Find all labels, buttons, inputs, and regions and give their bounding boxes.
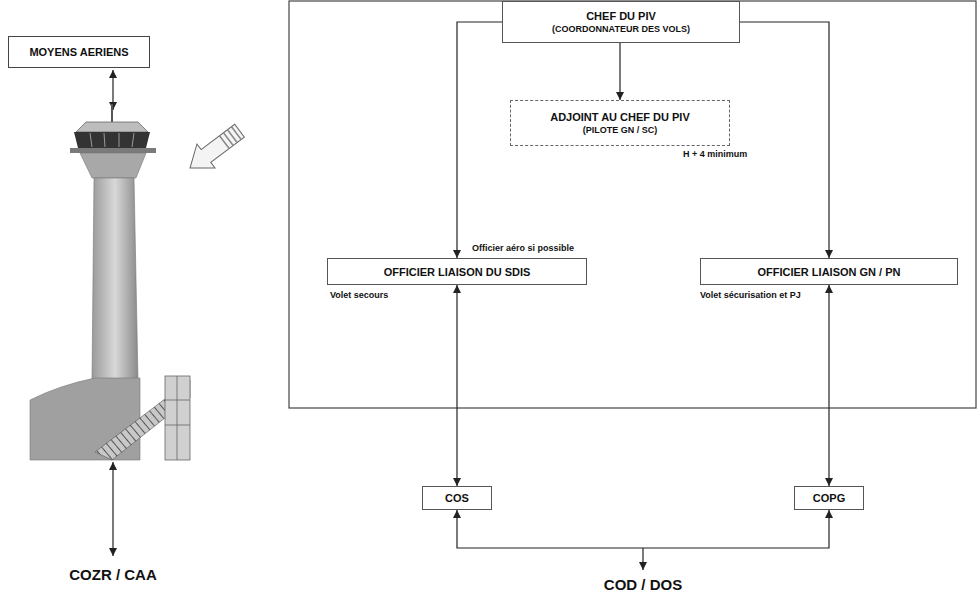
box-title: COPG	[813, 492, 845, 504]
box-title: ADJOINT AU CHEF DU PIV	[550, 111, 690, 123]
box-subtitle: (COORDONNATEUR DES VOLS)	[552, 24, 690, 34]
note-label: H + 4 minimum	[683, 149, 747, 159]
box-title: MOYENS AERIENS	[29, 46, 128, 58]
connector-arrow	[457, 510, 829, 548]
piv-frame	[289, 1, 976, 408]
control-tower	[30, 104, 190, 460]
connector-arrow	[740, 22, 829, 258]
role-box: OFFICIER LIAISON DU SDIS	[327, 258, 587, 285]
connector-arrow	[457, 22, 502, 258]
connector-arrow	[456, 285, 457, 486]
connector-arrow	[619, 43, 620, 100]
box-subtitle: (PILOTE GN / SC)	[583, 125, 658, 135]
note-label: Volet sécurisation et PJ	[700, 290, 801, 300]
cod-link-arrow	[642, 548, 643, 570]
center-label: COD / DOS	[604, 576, 682, 593]
cozr-link-arrow	[112, 462, 113, 556]
deputy-box: ADJOINT AU CHEF DU PIV (PILOTE GN / SC)	[510, 100, 730, 146]
connector-arrow	[828, 285, 829, 486]
note-label: Officier aéro si possible	[472, 243, 574, 253]
role-box: MOYENS AERIENS	[8, 36, 150, 68]
role-box: CHEF DU PIV (COORDONNATEUR DES VOLS)	[502, 1, 740, 43]
box-title: COS	[445, 492, 469, 504]
box-title: OFFICIER LIAISON DU SDIS	[384, 266, 531, 278]
note-label: Volet secours	[330, 290, 388, 300]
command-post-box: COPG	[794, 486, 864, 510]
center-label: COZR / CAA	[69, 566, 157, 583]
location-pointer-arrow	[181, 119, 249, 180]
box-title: OFFICIER LIAISON GN / PN	[757, 266, 900, 278]
role-box: OFFICIER LIAISON GN / PN	[700, 258, 958, 285]
command-post-box: COS	[422, 486, 492, 510]
box-title: CHEF DU PIV	[586, 10, 656, 22]
